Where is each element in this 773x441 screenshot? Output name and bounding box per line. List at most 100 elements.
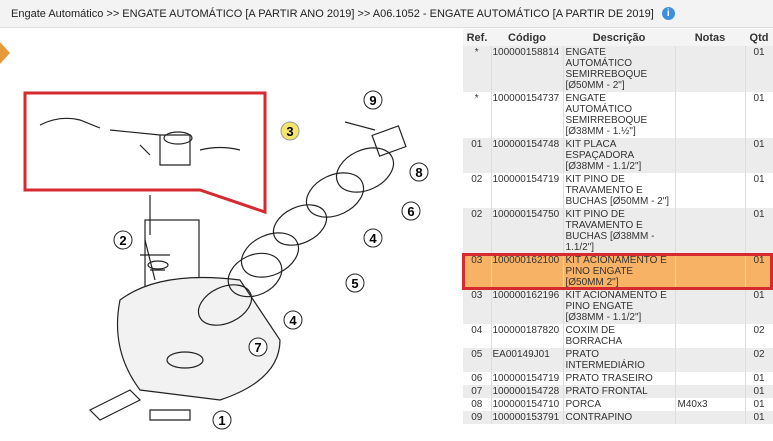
collapse-panel-tab[interactable] xyxy=(0,42,10,64)
cell-qty: 01 xyxy=(745,385,773,398)
col-qty[interactable]: Qtd xyxy=(745,29,773,46)
info-icon[interactable]: i xyxy=(661,7,675,20)
cell-desc: KIT ACIONAMENTO E PINO ENGATE [Ø38MM - 1… xyxy=(563,289,676,324)
cell-ref: 06 xyxy=(463,372,492,385)
cell-notes xyxy=(675,348,746,372)
callout-6: 6 xyxy=(401,201,421,221)
cell-desc: PORCA xyxy=(563,398,676,411)
cell-code: 100000187820 xyxy=(491,324,564,348)
highlight-region xyxy=(23,91,267,215)
callout-9: 9 xyxy=(363,90,383,110)
cell-desc: PRATO FRONTAL xyxy=(563,385,676,398)
cell-code: 100000154750 xyxy=(491,208,564,254)
cell-qty: 01 xyxy=(745,254,773,289)
svg-text:1: 1 xyxy=(218,413,225,428)
cell-desc: KIT ACIONAMENTO E PINO ENGATE [Ø50MM 2"] xyxy=(563,254,676,289)
cell-notes xyxy=(675,372,746,385)
cell-ref: * xyxy=(463,46,492,92)
cell-code: 100000154728 xyxy=(491,385,564,398)
col-notes[interactable]: Notas xyxy=(675,29,745,46)
cell-code: 100000162100 xyxy=(491,254,564,289)
cell-desc: KIT PLACA ESPAÇADORA [Ø38MM - 1.1/2"] xyxy=(563,138,676,173)
cell-notes xyxy=(675,289,746,324)
svg-text:6: 6 xyxy=(407,204,414,219)
cell-ref: 03 xyxy=(463,254,492,289)
cell-qty: 01 xyxy=(745,289,773,324)
cell-ref: 09 xyxy=(463,411,492,424)
callout-1: 1 xyxy=(212,410,232,430)
parts-table: Ref. Código Descrição Notas Qtd *1000001… xyxy=(463,29,773,424)
svg-text:3: 3 xyxy=(286,124,293,139)
callout-5: 5 xyxy=(345,273,365,293)
svg-text:2: 2 xyxy=(119,233,126,248)
cell-ref: 07 xyxy=(463,385,492,398)
svg-text:4: 4 xyxy=(289,313,297,328)
cell-notes xyxy=(675,385,746,398)
svg-text:9: 9 xyxy=(369,93,376,108)
cell-notes xyxy=(675,324,746,348)
svg-text:8: 8 xyxy=(415,165,422,180)
callout-2: 2 xyxy=(113,230,133,250)
col-code[interactable]: Código xyxy=(491,29,563,46)
exploded-parts-diagram: 3 9 8 6 4 2 5 4 7 1 xyxy=(23,90,429,430)
cell-code: 100000154719 xyxy=(491,173,564,208)
callout-4b: 4 xyxy=(283,310,303,330)
cell-ref: 03 xyxy=(463,289,492,324)
cell-ref: 01 xyxy=(463,138,492,173)
cell-desc: PRATO TRASEIRO xyxy=(563,372,676,385)
callout-4: 4 xyxy=(363,228,383,248)
cell-notes xyxy=(675,138,746,173)
cell-ref: 08 xyxy=(463,398,492,411)
cell-code: 100000154748 xyxy=(491,138,564,173)
cell-qty: 01 xyxy=(745,372,773,385)
cell-code: EA00149J01 xyxy=(491,348,564,372)
cell-code: 100000153791 xyxy=(491,411,564,424)
cell-notes: M40x3 xyxy=(675,398,746,411)
callout-7: 7 xyxy=(248,337,268,357)
cell-qty: 01 xyxy=(745,92,773,138)
cell-desc: ENGATE AUTOMÁTICO SEMIRREBOQUE [Ø50MM - … xyxy=(563,46,676,92)
cell-qty: 01 xyxy=(745,173,773,208)
breadcrumb: Engate Automático >> ENGATE AUTOMÁTICO [… xyxy=(0,0,773,28)
cell-code: 100000154737 xyxy=(491,92,564,138)
cell-code: 100000162196 xyxy=(491,289,564,324)
cell-qty: 01 xyxy=(745,411,773,424)
cell-ref: 04 xyxy=(463,324,492,348)
cell-desc: PRATO INTERMEDIÁRIO xyxy=(563,348,676,372)
callout-8: 8 xyxy=(409,162,429,182)
svg-text:7: 7 xyxy=(254,340,261,355)
cell-notes xyxy=(675,46,746,92)
cell-qty: 02 xyxy=(745,348,773,372)
cell-code: 100000154710 xyxy=(491,398,564,411)
cell-desc: CONTRAPINO xyxy=(563,411,676,424)
cell-qty: 01 xyxy=(745,138,773,173)
cell-desc: COXIM DE BORRACHA xyxy=(563,324,676,348)
cell-ref: 05 xyxy=(463,348,492,372)
breadcrumb-text: Engate Automático >> ENGATE AUTOMÁTICO [… xyxy=(11,7,654,20)
cell-desc: KIT PINO DE TRAVAMENTO E BUCHAS [Ø50MM -… xyxy=(563,173,676,208)
cell-ref: 02 xyxy=(463,208,492,254)
cell-code: 100000154719 xyxy=(491,372,564,385)
cell-notes xyxy=(675,208,746,254)
cell-notes xyxy=(675,254,746,289)
cell-desc: KIT PINO DE TRAVAMENTO E BUCHAS [Ø38MM -… xyxy=(563,208,676,254)
cell-qty: 01 xyxy=(745,208,773,254)
cell-qty: 01 xyxy=(745,46,773,92)
col-ref[interactable]: Ref. xyxy=(463,29,491,46)
col-description[interactable]: Descrição xyxy=(563,29,675,46)
cell-qty: 02 xyxy=(745,324,773,348)
cell-desc: ENGATE AUTOMÁTICO SEMIRREBOQUE [Ø38MM - … xyxy=(563,92,676,138)
